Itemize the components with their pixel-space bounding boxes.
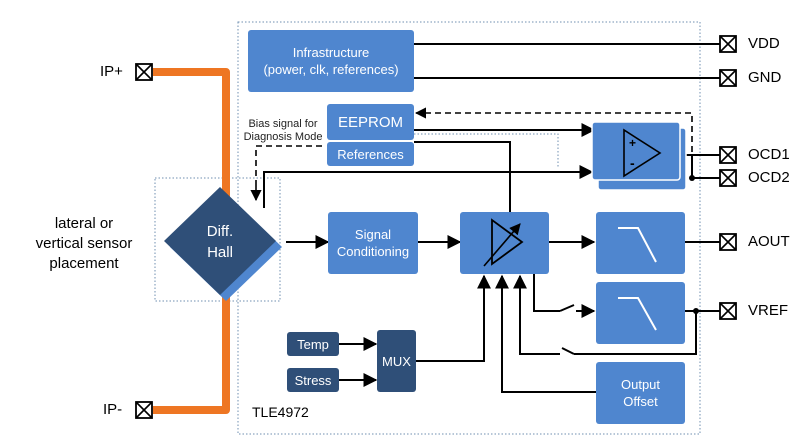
lowpass-aout-icon [618, 227, 657, 263]
amplifier-variable-arrow [483, 223, 521, 267]
diagnosis-feedback-wire [414, 107, 693, 152]
pin-ip-plus-icon [135, 63, 153, 81]
references-block[interactable]: References [327, 142, 414, 166]
amplifier-symbol [491, 218, 524, 266]
mux-to-amp-wire [416, 274, 491, 362]
comparator-symbol [623, 128, 662, 178]
pin-ip-minus-icon [135, 401, 153, 419]
references-label: References [337, 146, 404, 162]
filter-vref-block[interactable] [596, 282, 685, 344]
eeprom-to-amp-wire [414, 141, 511, 212]
temp-block[interactable]: Temp [287, 332, 339, 356]
pin-gnd-icon [719, 69, 737, 87]
pin-ip-plus-label: IP+ [100, 63, 123, 80]
bias-signal-label: Bias signal for Diagnosis Mode [243, 118, 323, 143]
svg-text:+: + [629, 136, 636, 150]
pin-vdd-icon [719, 35, 737, 53]
pin-aout-icon [719, 233, 737, 251]
infrastructure-subtitle: (power, clk, references) [263, 62, 399, 77]
infrastructure-title: Infrastructure [292, 45, 370, 60]
pin-vdd-label: VDD [748, 35, 780, 52]
pin-gnd-label: GND [748, 69, 782, 86]
lowpass-vref-icon [618, 297, 657, 331]
stress-block[interactable]: Stress [287, 368, 339, 392]
vref-feedback-wire [574, 311, 697, 355]
stress-label: Stress [294, 372, 332, 388]
references-boundary [414, 133, 559, 168]
offset-to-amp-wire [495, 274, 596, 393]
svg-text:-: - [630, 155, 635, 171]
chip-name-label: TLE4972 [252, 404, 309, 420]
pin-vref-icon [719, 302, 737, 320]
sensor-region-outline [154, 177, 281, 302]
diff-hall-diamond [164, 187, 276, 295]
pin-ocd1-icon [719, 146, 737, 164]
vref-feedback-switch [561, 347, 575, 355]
amp-to-vref-switch-wire [533, 272, 560, 312]
pin-ip-minus-label: IP- [103, 401, 123, 418]
chip-outline [237, 21, 701, 435]
pin-vref-label: VREF [748, 302, 789, 319]
sensor-placement-label: lateral or vertical sensor placement [35, 215, 133, 272]
filter-aout-block[interactable] [596, 212, 685, 274]
pin-ocd2-label: OCD2 [748, 169, 790, 186]
mux-label: MUX [382, 353, 411, 369]
pin-ocd2-icon [719, 169, 737, 187]
eeprom-label: EEPROM [337, 113, 403, 131]
pin-ocd1-label: OCD1 [748, 146, 790, 163]
bias-signal-wire [255, 145, 326, 196]
output-offset-block[interactable]: Output Offset [596, 362, 685, 424]
vref-feedback-to-amp-wire [513, 274, 560, 355]
mux-block[interactable]: MUX [377, 330, 416, 392]
ocd2-wire [691, 155, 720, 179]
temp-label: Temp [297, 336, 329, 352]
eeprom-block[interactable]: EEPROM [327, 104, 414, 140]
vref-switch [559, 304, 575, 312]
diff-hall-label: Diff. Hall [206, 223, 234, 261]
pin-aout-label: AOUT [748, 233, 790, 250]
signal-conditioning-block[interactable]: Signal Conditioning [328, 212, 418, 274]
ocd-junction [689, 175, 695, 181]
infrastructure-block[interactable]: Infrastructure (power, clk, references) [248, 30, 414, 92]
hall-to-comparator-wire [263, 165, 594, 208]
